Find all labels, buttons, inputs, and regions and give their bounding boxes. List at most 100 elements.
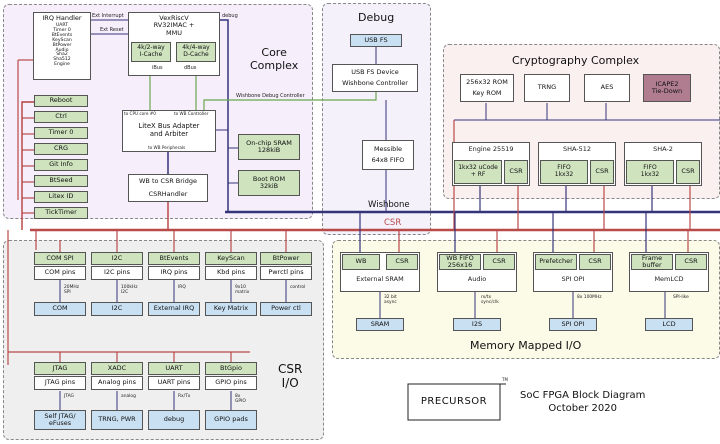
csrio2-0-name: JTAG bbox=[34, 362, 86, 375]
cpu-name: VexRiscV RV32IMAC + MMU bbox=[153, 14, 195, 37]
trademark-mark: TM bbox=[502, 377, 508, 382]
onchip-sram: On-chip SRAM 128kiB bbox=[238, 134, 300, 160]
crypto-title: Cryptography Complex bbox=[512, 54, 640, 67]
to-cpu-label: to CPU core #0 bbox=[124, 111, 156, 116]
debug-title: Debug bbox=[358, 11, 395, 24]
csr-bus-label: CSR bbox=[384, 218, 402, 228]
mmio-0-wb: WB bbox=[342, 254, 380, 270]
mmio-title: Memory Mapped I/O bbox=[470, 339, 582, 352]
csrio-2-name: BtEvents bbox=[148, 252, 200, 265]
mmio-2-signal: 8x 100MHz bbox=[577, 295, 602, 300]
irq-handler-title: IRQ Handler bbox=[42, 14, 82, 22]
csr-item-3: CRG bbox=[34, 143, 88, 155]
mmio-2-csr: CSR bbox=[579, 254, 611, 270]
mmio-0-name: External SRAM bbox=[356, 275, 404, 283]
sha-2-title: SHA-2 bbox=[653, 145, 673, 153]
csrio-3-pins: Kbd pins bbox=[205, 266, 257, 280]
csrio-0-pins: COM pins bbox=[34, 266, 86, 280]
irq-source-list: UART Timer 0 BtEvents KeyScan BtPower Au… bbox=[51, 23, 73, 67]
csrio-2-pins: IRQ pins bbox=[148, 266, 200, 280]
mmio-1-external: I2S bbox=[453, 318, 501, 331]
mmio-3-top: Frame buffer bbox=[631, 254, 673, 270]
csrio2-3-pins: GPIO pins bbox=[205, 376, 257, 390]
wb-csr-bridge-title: WB to CSR Bridge bbox=[139, 176, 197, 185]
csrio-2-external: External IRQ bbox=[148, 302, 200, 316]
csr-item-0: Reboot bbox=[34, 95, 88, 107]
csrio-1-signal: 100kHz I2C bbox=[121, 285, 138, 295]
engine-25519-title: Engine 25519 bbox=[468, 145, 514, 153]
sha-2-csr: CSR bbox=[676, 160, 700, 184]
bus-adapter-title: LiteX Bus Adapter and Arbiter bbox=[138, 122, 200, 138]
ext-interrupt-label: Ext Interrupt bbox=[92, 13, 124, 19]
key-rom-label: Key ROM bbox=[472, 89, 502, 97]
csrio2-2-signal: Rx/Tx bbox=[178, 394, 191, 399]
csrio2-2-external: debug bbox=[148, 410, 200, 430]
mmio-3-name: MemLCD bbox=[654, 275, 684, 283]
csr-handler-label: CSRHandler bbox=[148, 190, 188, 198]
bus-adapter: LiteX Bus Adapter and Arbiter bbox=[122, 110, 216, 152]
csr-item-4: Git Info bbox=[34, 159, 88, 171]
csrio2-0-signal: JTAG bbox=[64, 394, 74, 399]
csrio-4-name: BtPower bbox=[260, 252, 312, 265]
mmio-1-top: WB FIFO 256x16 bbox=[439, 254, 481, 270]
mmio-0-external: SRAM bbox=[356, 318, 404, 331]
trng-block: TRNG bbox=[524, 74, 570, 102]
csr-item-1: Ctrl bbox=[34, 111, 88, 123]
wishbone-bus-label: Wishbone bbox=[368, 200, 410, 210]
mmio-0-signal: 32 bit async bbox=[384, 295, 397, 305]
csrio2-1-external: TRNG, PWR bbox=[91, 410, 143, 430]
usb-fs-device-title: USB FS Device bbox=[351, 67, 399, 76]
csrio-0-external: COM bbox=[34, 302, 86, 316]
engine-25519-memory: 1kx32 uCode + RF bbox=[454, 160, 502, 184]
wb-csr-bridge: WB to CSR Bridge CSRHandler bbox=[128, 174, 208, 202]
mmio-3-csr: CSR bbox=[675, 254, 707, 270]
sha-2-memory: FIFO 1kx32 bbox=[626, 160, 674, 184]
csrio-1-name: I2C bbox=[91, 252, 143, 265]
mmio-1-csr: CSR bbox=[483, 254, 515, 270]
csrio-3-signal: 9x10 matrix bbox=[235, 285, 250, 295]
mmio-2-top: Prefetcher bbox=[535, 254, 577, 270]
ext-reset-label: Ext Reset bbox=[100, 27, 124, 33]
mmio-1-name: Audio bbox=[467, 275, 487, 283]
key-rom-size: 256x32 ROM bbox=[466, 77, 508, 86]
icape-tiedown: ICAPE2 Tie-Down bbox=[643, 74, 691, 102]
messible-title: Messible bbox=[373, 144, 403, 153]
csrio-0-signal: 20MHz SPI bbox=[64, 285, 79, 295]
csrio-4-signal: control bbox=[290, 285, 306, 290]
csrio-2-signal: IRQ bbox=[178, 285, 186, 290]
mmio-2-external: SPI OPI bbox=[549, 318, 597, 331]
csrio2-2-pins: UART pins bbox=[148, 376, 200, 390]
wishbone-debug-label: Wishbone Debug Controller bbox=[236, 93, 305, 99]
mmio-2-name: SPI OPI bbox=[561, 275, 585, 283]
usb-fs-port: USB FS bbox=[350, 34, 402, 47]
csrio-3-name: KeyScan bbox=[205, 252, 257, 265]
csrio2-0-pins: JTAG pins bbox=[34, 376, 86, 390]
icache: 4k/2-way I-Cache bbox=[131, 42, 171, 62]
core-complex-title: Core Complex bbox=[250, 46, 299, 72]
usb-fs-device: USB FS Device Wishbone Controller bbox=[332, 64, 418, 92]
csr-item-7: TickTimer bbox=[34, 207, 88, 219]
mmio-3-external: LCD bbox=[645, 318, 693, 331]
csrio2-1-pins: Analog pins bbox=[91, 376, 143, 390]
csrio2-0-external: Self JTAG/ eFuses bbox=[34, 410, 86, 430]
csrio2-1-signal: analog bbox=[121, 394, 136, 399]
csrio-3-external: Key Matrix bbox=[205, 302, 257, 316]
csrio-4-external: Power ctl bbox=[260, 302, 312, 316]
to-wb-peripherals-label: to WB Peripherals bbox=[148, 145, 186, 150]
csrio-4-pins: Pwrctl pins bbox=[260, 266, 312, 280]
csrio2-3-name: BtGpio bbox=[205, 362, 257, 375]
messible-fifo: 64x8 FIFO bbox=[371, 156, 405, 164]
csrio2-3-external: GPIO pads bbox=[205, 410, 257, 430]
csr-item-5: BtSeed bbox=[34, 175, 88, 187]
boot-rom: Boot ROM 32kiB bbox=[238, 170, 300, 196]
csrio2-1-name: XADC bbox=[91, 362, 143, 375]
usb-wishbone-controller: Wishbone Controller bbox=[342, 79, 408, 87]
messible: Messible 64x8 FIFO bbox=[362, 140, 414, 170]
csrio-0-name: COM SPI bbox=[34, 252, 86, 265]
sha-512-memory: FIFO 1kx32 bbox=[540, 160, 588, 184]
mmio-1-signal: rx/tx sync/clk bbox=[481, 295, 499, 305]
csr-item-2: Timer 0 bbox=[34, 127, 88, 139]
aes-block: AES bbox=[584, 74, 630, 102]
csrio2-3-signal: 8x GPIO bbox=[235, 394, 246, 404]
